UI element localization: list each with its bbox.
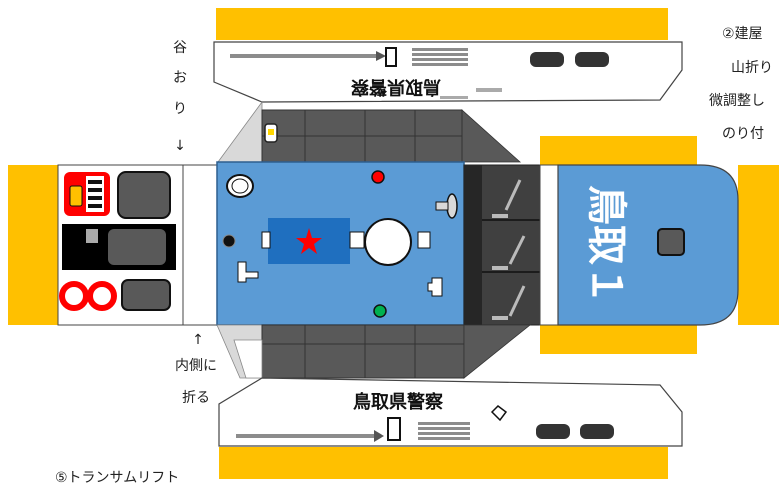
bow-panel: 鳥取１ (539, 164, 739, 326)
window (530, 52, 564, 67)
red-star (296, 228, 322, 254)
hull-name-bottom: 鳥取県警察 (353, 391, 444, 413)
window (575, 52, 609, 67)
main-deck (216, 161, 465, 326)
window (536, 424, 570, 439)
transom-panel (57, 164, 218, 326)
glue-tabs (8, 8, 779, 479)
inner-fold-label: ↑ 内側に 折る (175, 332, 217, 406)
valley-fold-arrow: ↓ (174, 138, 186, 154)
valley-fold-label: 谷 お り ↓ (173, 40, 187, 154)
glue-tab-bow-bottom (540, 325, 697, 354)
bow-name: 鳥取１ (583, 185, 629, 305)
valley-fold-char: お (173, 70, 187, 86)
valley-fold-char: 谷 (173, 40, 187, 56)
inner-fold-line: 内側に (175, 358, 217, 374)
side-wall-top (217, 100, 522, 163)
right-note-line: ②建屋 (722, 26, 763, 42)
caption: ⑤トランサムリフト (55, 470, 179, 484)
window (580, 424, 614, 439)
hull-side-bottom: 鳥取県警察 (218, 377, 683, 447)
inner-fold-arrow: ↑ (192, 332, 204, 348)
side-wall-bottom (216, 324, 532, 379)
glue-tab-top (216, 8, 668, 40)
hull-name-top: 鳥取県警察 (350, 76, 441, 98)
glue-tab-right (738, 165, 779, 325)
red-light (371, 170, 385, 184)
valley-fold-char: り (173, 101, 187, 117)
right-note: ②建屋 山折り 微調整し のり付 (709, 26, 773, 142)
green-light (373, 304, 387, 318)
right-note-line: のり付 (722, 126, 764, 142)
lifebuoy (87, 281, 117, 311)
glue-tab-bow-top (540, 136, 697, 166)
glue-tab-left (8, 165, 58, 325)
right-note-line: 山折り (731, 60, 773, 76)
lifebuoy (59, 281, 89, 311)
inner-fold-line: 折る (182, 390, 210, 406)
bow-side-strip (463, 164, 554, 326)
right-note-line: 微調整し (709, 93, 765, 109)
hull-side-top: 鳥取県警察 (213, 41, 683, 103)
glue-tab-bottom (219, 447, 668, 479)
